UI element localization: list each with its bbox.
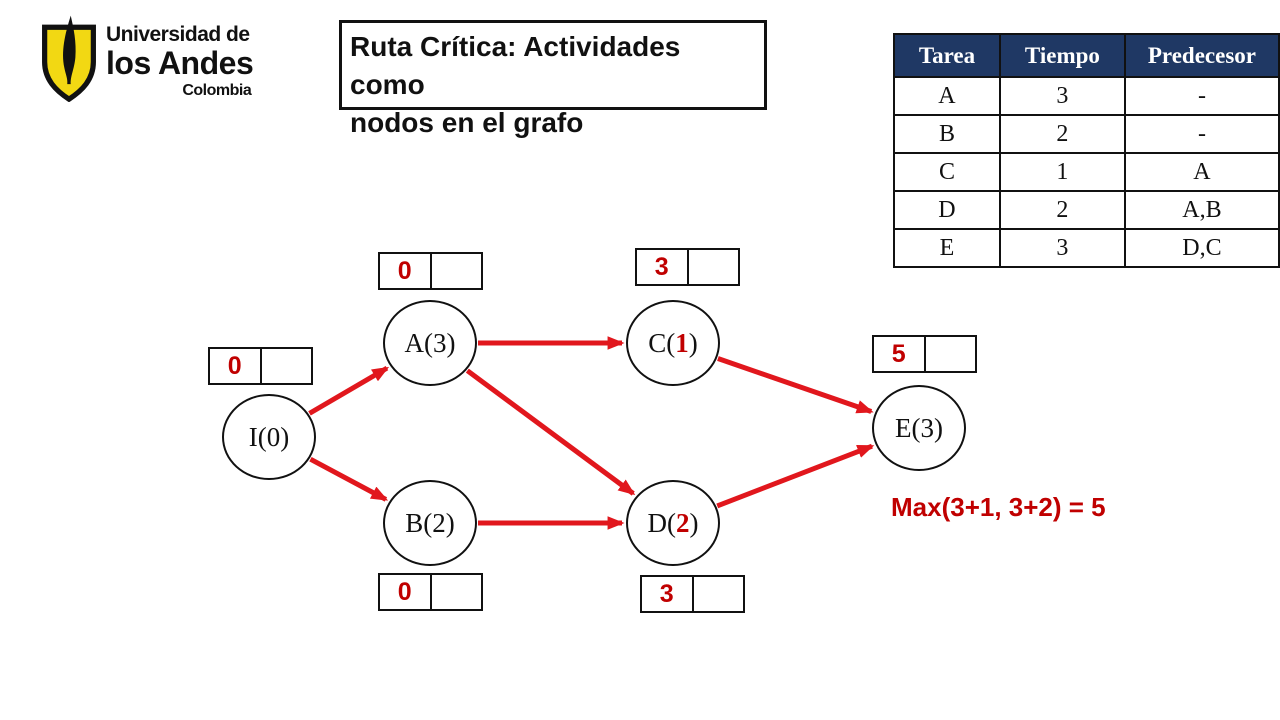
node-label: A(3): [404, 327, 456, 358]
time-box-B: 0: [378, 573, 483, 611]
graph-node-D: D(2): [626, 480, 720, 566]
time-box-early-cell: 3: [637, 250, 689, 284]
table-cell: 3: [998, 76, 1126, 116]
column-header-predecesor: Predecesor: [1123, 33, 1280, 78]
table-cell: C: [893, 152, 1001, 192]
time-box-early-cell: 5: [874, 337, 926, 371]
node-label: C(1): [648, 327, 698, 358]
graph-edge-I-B: [309, 456, 389, 502]
page-title-line1: Ruta Crítica: Actividades como: [350, 31, 681, 100]
node-time: 2: [676, 507, 690, 538]
table-cell: -: [1123, 76, 1280, 116]
node-label: I(0): [248, 421, 290, 452]
time-box-C: 3: [635, 248, 740, 286]
table-cell: 3: [998, 228, 1126, 268]
table-cell: D,C: [1123, 228, 1280, 268]
table-cell: E: [893, 228, 1001, 268]
logo-text: Universidad de los Andes Colombia: [106, 23, 254, 99]
table-cell: D: [893, 190, 1001, 230]
logo-line-universidad: Universidad de: [106, 23, 250, 46]
logo-line-colombia: Colombia: [182, 82, 252, 99]
table-cell: A: [893, 76, 1001, 116]
university-logo: Universidad de los Andes Colombia: [40, 14, 254, 102]
time-box-late-cell: [689, 250, 739, 284]
page-title-line2: nodos en el grafo: [350, 106, 584, 138]
column-header-tarea: Tarea: [893, 33, 1001, 78]
time-box-A: 0: [378, 252, 483, 290]
graph-edge-I-A: [308, 365, 390, 416]
node-label: B(2): [405, 507, 455, 538]
university-shield-icon: [42, 15, 96, 102]
node-time: 0: [266, 421, 281, 452]
graph-node-A: A(3): [383, 300, 477, 386]
node-time: 3: [920, 412, 934, 443]
time-box-late-cell: [694, 577, 744, 611]
graph-edge-D-E: [716, 443, 875, 509]
logo-line-losandes: los Andes: [106, 45, 254, 81]
max-calculation-text: Max(3+1, 3+2) = 5: [891, 492, 1106, 522]
table-cell: 2: [998, 190, 1126, 230]
node-label: D(2): [647, 507, 699, 538]
graph-node-I: I(0): [222, 394, 316, 480]
time-box-E: 5: [872, 335, 977, 373]
time-box-D: 3: [640, 575, 745, 613]
column-header-tiempo: Tiempo: [998, 33, 1126, 78]
table-cell: -: [1123, 114, 1280, 154]
graph-edge-C-E: [717, 356, 874, 414]
time-box-early-cell: 0: [380, 254, 432, 288]
node-time: 3: [433, 327, 447, 358]
time-box-late-cell: [926, 337, 976, 371]
graph-edge-A-D: [465, 368, 636, 496]
table-cell: 1: [998, 152, 1126, 192]
time-box-late-cell: [432, 575, 482, 609]
graph-node-E: E(3): [872, 385, 966, 471]
time-box-I: 0: [208, 347, 313, 385]
node-time: 1: [675, 327, 689, 358]
table-cell: B: [893, 114, 1001, 154]
table-cell: 2: [998, 114, 1126, 154]
time-box-late-cell: [262, 349, 312, 383]
title-box: Ruta Crítica: Actividades como nodos en …: [339, 20, 767, 138]
node-label: E(3): [895, 412, 943, 443]
time-box-early-cell: 0: [210, 349, 262, 383]
time-box-early-cell: 0: [380, 575, 432, 609]
time-box-early-cell: 3: [642, 577, 694, 611]
graph-node-B: B(2): [383, 480, 477, 566]
node-time: 2: [432, 507, 446, 538]
graph-node-C: C(1): [626, 300, 720, 386]
table-cell: A,B: [1123, 190, 1280, 230]
table-cell: A: [1123, 152, 1280, 192]
time-box-late-cell: [432, 254, 482, 288]
